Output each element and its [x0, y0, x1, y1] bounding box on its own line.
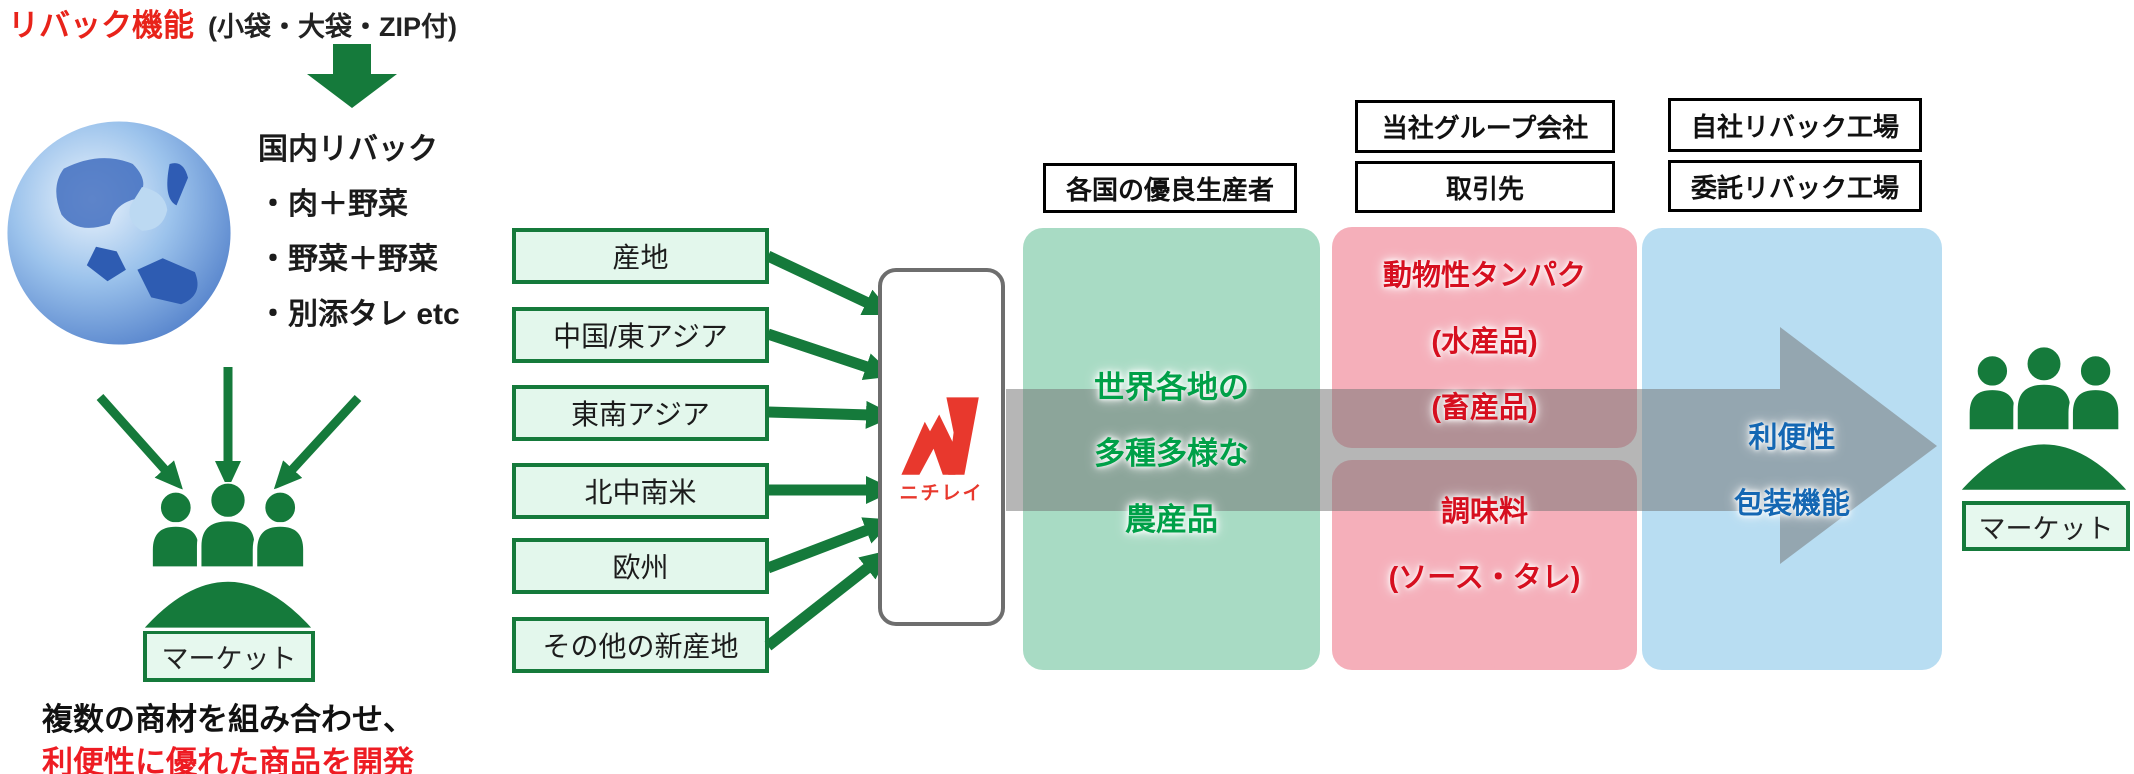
- source-box-label: 北中南米: [584, 477, 697, 508]
- globe-icon: [7, 121, 231, 345]
- globe-continent-asia: [56, 158, 144, 228]
- stage-seasoning-line: 調味料: [1440, 496, 1528, 528]
- source-arrows-icon: [764, 251, 896, 651]
- header-group-companies-text: 当社グループ会社: [1381, 113, 1589, 143]
- source-box-sanchi: 産地: [512, 228, 769, 284]
- repack-feature-title-red: リバック機能: [8, 8, 194, 43]
- down-arrow-icon: [307, 44, 397, 108]
- source-box-label: その他の新産地: [542, 631, 739, 662]
- stage-seasoning-line: (ソース・タレ): [1388, 562, 1581, 594]
- market-label-left-text: マーケット: [161, 643, 297, 674]
- domestic-repack-item: ・野菜＋野菜: [258, 243, 438, 276]
- header-contract-repack-plant: 委託リバック工場: [1668, 160, 1922, 212]
- nichirei-logo-text: ニチレイ: [899, 483, 984, 504]
- globe-continent-seasia: [86, 246, 126, 282]
- stage-repack-line: 利便性: [1748, 422, 1836, 454]
- header-producers-text: 各国の優良生産者: [1065, 174, 1274, 205]
- header-suppliers-text: 取引先: [1445, 173, 1524, 204]
- people-group-icon: [1955, 346, 2133, 493]
- market-label-right-text: マーケット: [1978, 513, 2114, 544]
- stage-animal-protein-line: 動物性タンパク: [1382, 260, 1586, 292]
- globe-continent-eastasia: [129, 187, 168, 231]
- stage-animal-protein-line: (畜産品): [1431, 392, 1538, 424]
- stage-animal-protein-text: 動物性タンパク (水産品) (畜産品): [1332, 243, 1637, 441]
- converging-arrows-icon: [96, 367, 362, 490]
- header-own-repack-plant: 自社リバック工場: [1668, 98, 1922, 152]
- source-box-china-eastasia: 中国/東アジア: [512, 307, 769, 363]
- source-box-label: 東南アジア: [571, 399, 710, 430]
- header-own-repack-plant-text: 自社リバック工場: [1690, 111, 1899, 142]
- source-box-southeastasia: 東南アジア: [512, 385, 769, 441]
- source-box-label: 中国/東アジア: [553, 321, 728, 352]
- domestic-repack-item: ・肉＋野菜: [258, 188, 408, 221]
- globe-continent-australia: [137, 258, 198, 305]
- stage-repack-line: 包装機能: [1733, 488, 1850, 520]
- caption-line-2: 利便性に優れた商品を開発: [42, 745, 414, 774]
- source-box-americas: 北中南米: [512, 463, 769, 519]
- source-box-label: 欧州: [612, 552, 669, 583]
- nichirei-logo-icon: [901, 397, 979, 475]
- domestic-repack-heading: 国内リバック: [258, 133, 438, 166]
- stage-producers-line: 農産品: [1125, 502, 1218, 537]
- header-group-companies: 当社グループ会社: [1355, 100, 1615, 153]
- caption-line-1: 複数の商材を組み合わせ、: [42, 702, 414, 737]
- globe-continent-japan: [167, 163, 188, 206]
- stage-producers-line: 世界各地の: [1094, 370, 1249, 405]
- people-group-icon: [138, 482, 318, 631]
- stage-producers-line: 多種多様な: [1094, 436, 1249, 471]
- market-label-right: マーケット: [1962, 501, 2130, 551]
- repack-feature-title-note: (小袋・大袋・ZIP付): [208, 12, 457, 42]
- domestic-repack-item: ・別添タレ etc: [258, 298, 460, 331]
- domestic-repack-block: 国内リバック ・肉＋野菜 ・野菜＋野菜 ・別添タレ etc: [258, 122, 460, 342]
- repack-feature-title: リバック機能 (小袋・大袋・ZIP付): [8, 0, 457, 45]
- header-contract-repack-plant-text: 委託リバック工場: [1690, 172, 1899, 203]
- stage-repack-text: 利便性 包装機能: [1642, 405, 1942, 537]
- source-box-europe: 欧州: [512, 538, 769, 594]
- market-label-left: マーケット: [143, 630, 315, 682]
- source-box-label: 産地: [612, 242, 669, 273]
- header-producers: 各国の優良生産者: [1043, 163, 1297, 213]
- stage-animal-protein-line: (水産品): [1431, 326, 1538, 358]
- stage-producers-text: 世界各地の 多種多様な 農産品: [1023, 355, 1320, 553]
- stage-seasoning-text: 調味料 (ソース・タレ): [1332, 479, 1637, 611]
- header-suppliers: 取引先: [1355, 161, 1615, 213]
- source-box-other: その他の新産地: [512, 617, 769, 673]
